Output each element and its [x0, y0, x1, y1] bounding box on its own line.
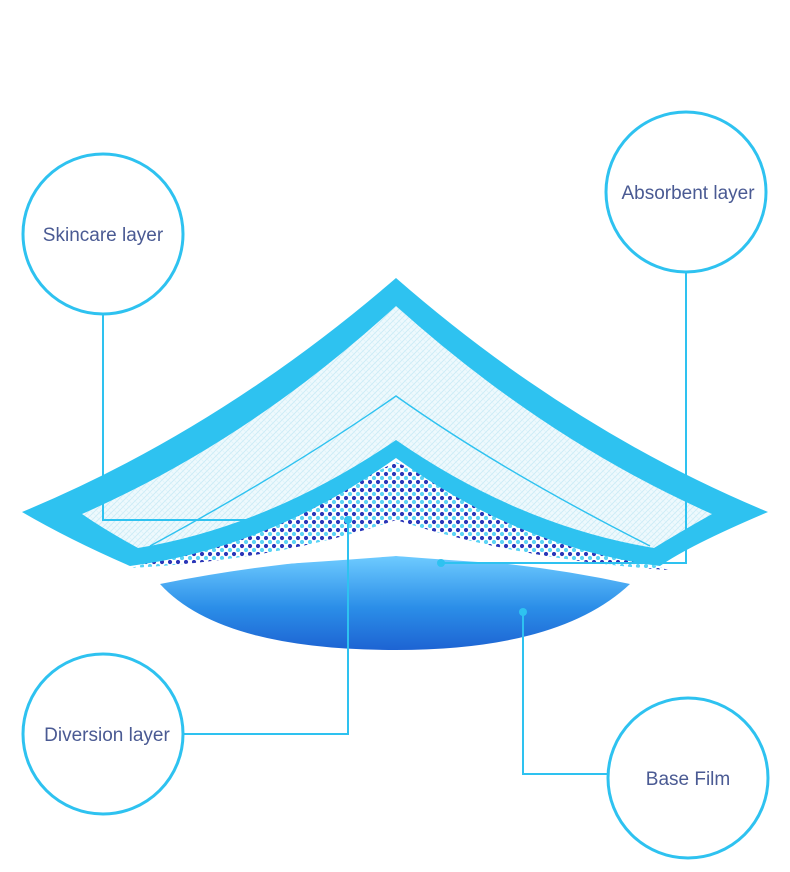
callout-skincare: Skincare layer [21, 152, 270, 524]
callout-base-film: Base Film [519, 608, 770, 860]
diversion-label: Diversion layer [44, 725, 170, 746]
absorbent-label: Absorbent layer [621, 183, 755, 204]
absorbent-sheet-line [149, 395, 651, 547]
base-film-leader-dot [519, 608, 527, 616]
callout-absorbent: Absorbent layer [437, 110, 768, 567]
base-film-leader-line [522, 612, 608, 775]
skincare-leader-dot [262, 516, 270, 524]
diversion-leader-line [183, 520, 349, 735]
absorbent-core-band [130, 520, 668, 572]
absorbent-leader-line [441, 272, 687, 564]
base-film-layer [160, 556, 630, 650]
absorbent-leader-dot [437, 559, 445, 567]
callout-diversion: Diversion layer [21, 516, 352, 816]
skincare-leader-line [102, 314, 266, 521]
diversion-layer [132, 462, 668, 570]
diversion-leader-dot [344, 516, 352, 524]
base-film-label: Base Film [646, 769, 730, 790]
skincare-layer-mesh [82, 306, 712, 548]
base-film-callout-circle [606, 696, 770, 860]
skincare-label: Skincare layer [43, 225, 164, 246]
